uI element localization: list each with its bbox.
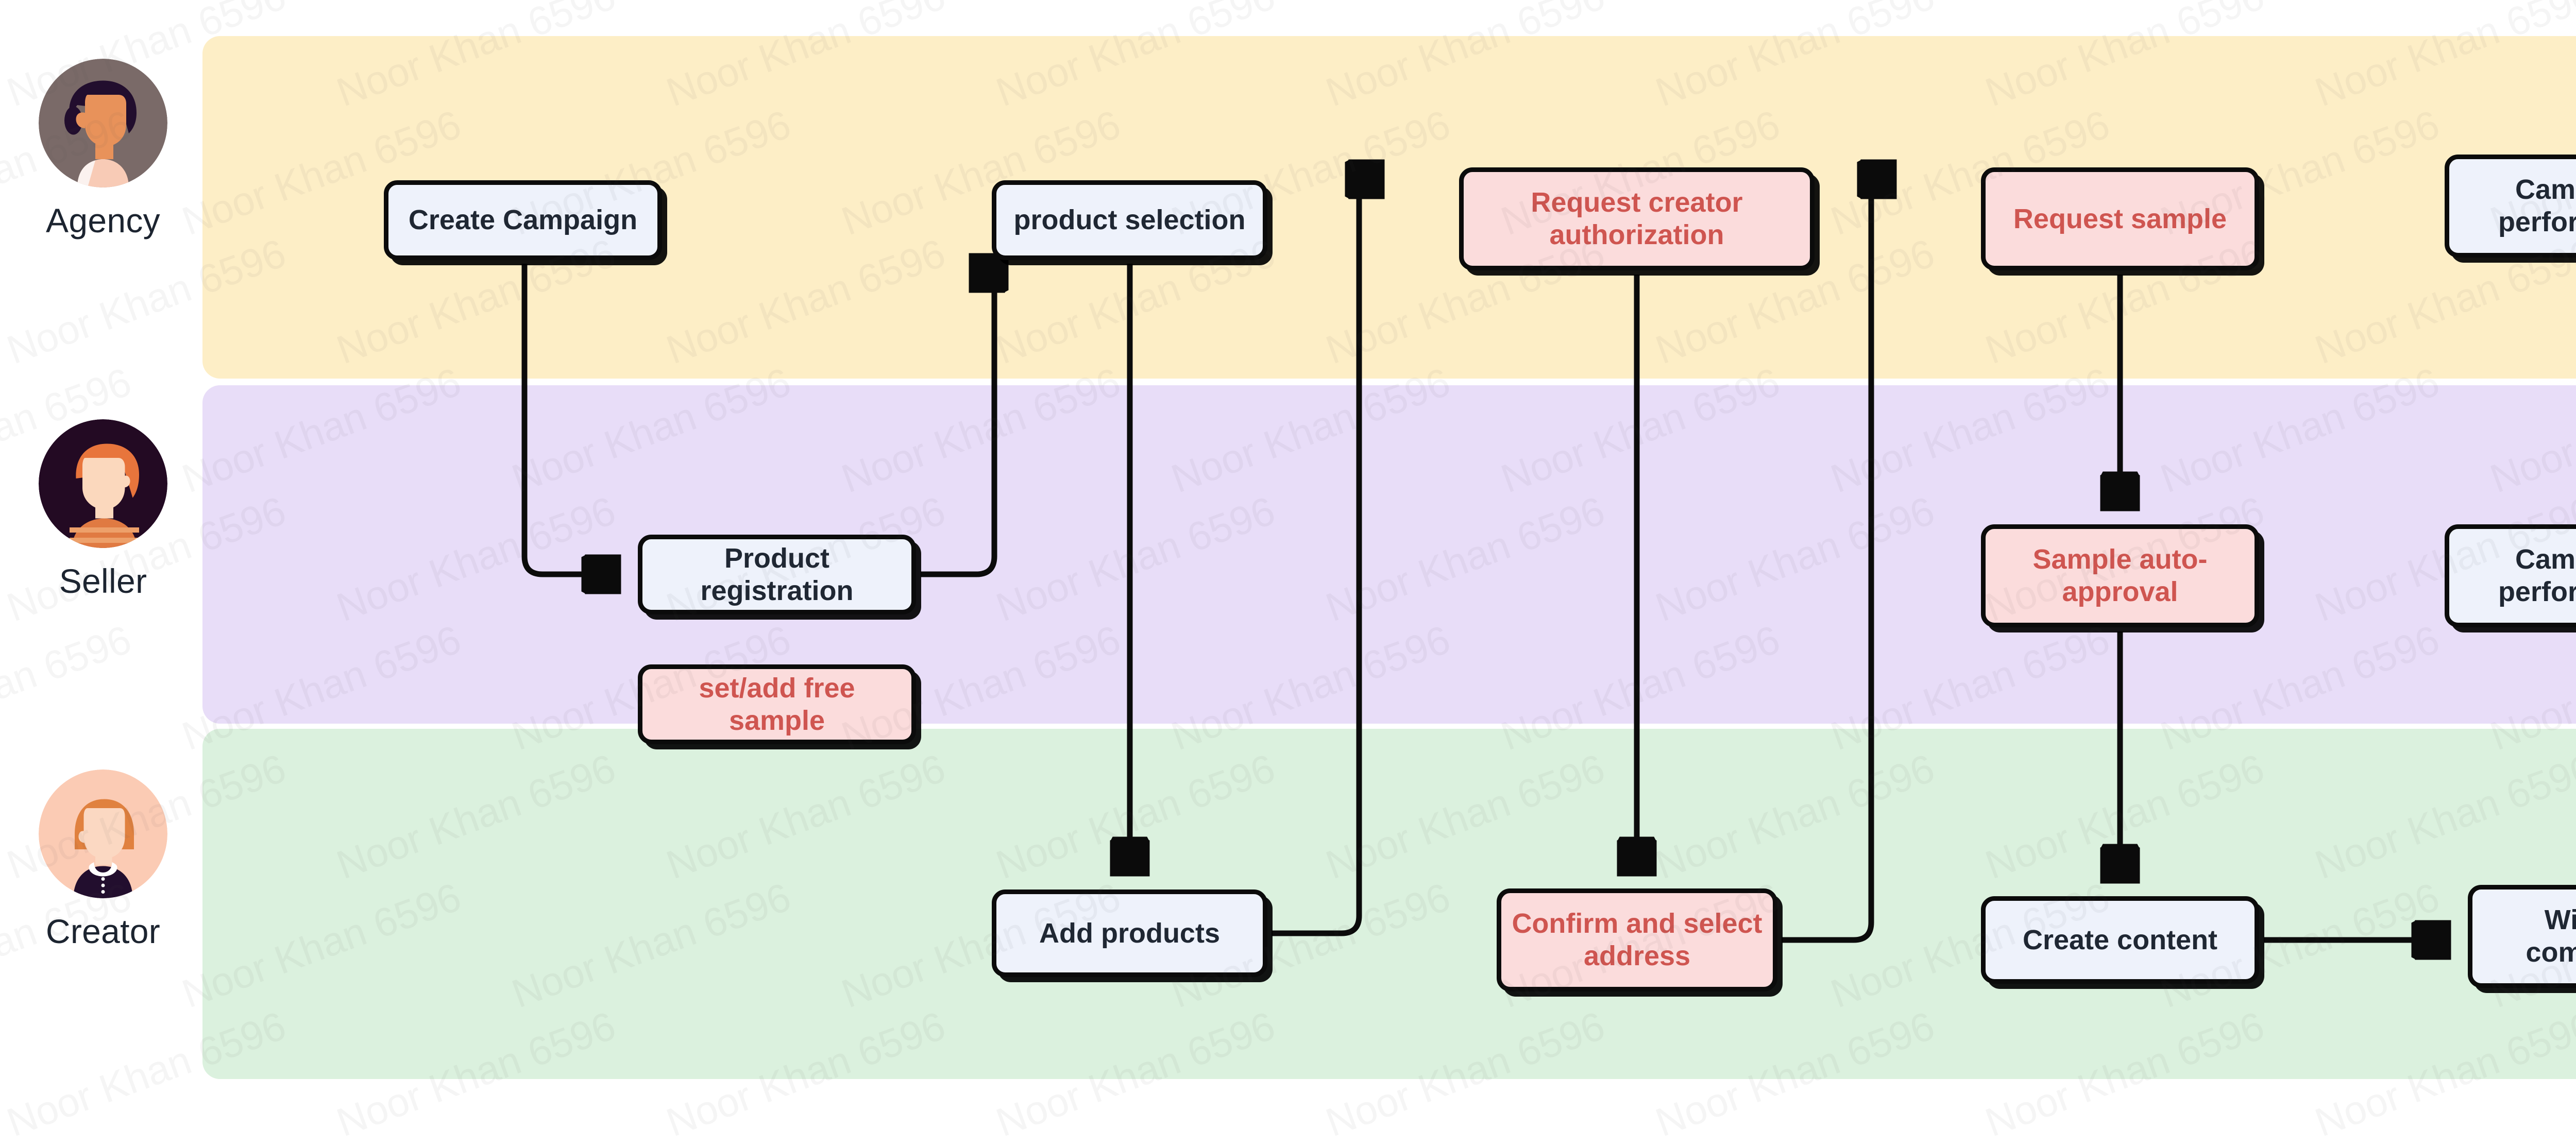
role-label-agency: Agency	[46, 201, 160, 240]
role-label-seller: Seller	[59, 562, 147, 600]
node-withdraw-commission[interactable]: Withdraw commission	[2468, 885, 2576, 988]
agency-avatar	[39, 59, 167, 187]
node-label: Request creator authorization	[1531, 187, 1743, 250]
node-campaign-perf-agency[interactable]: Campaign performance	[2445, 155, 2576, 258]
node-label: Campaign performance	[2498, 174, 2576, 237]
node-label: Create content	[2022, 924, 2218, 955]
node-label: Product registration	[700, 542, 854, 606]
node-label: Withdraw commission	[2526, 904, 2576, 968]
node-request-creator-auth[interactable]: Request creator authorization	[1459, 167, 1815, 270]
role-seller: Seller	[21, 402, 185, 618]
creator-avatar	[39, 769, 167, 898]
node-confirm-select-address[interactable]: Confirm and select address	[1497, 888, 1777, 991]
role-creator: Creator	[21, 752, 185, 968]
role-label-creator: Creator	[45, 912, 161, 950]
agency-avatar-art	[39, 59, 167, 187]
node-request-sample[interactable]: Request sample	[1981, 167, 2259, 270]
node-label: set/add free sample	[699, 672, 855, 736]
node-product-selection[interactable]: product selection	[992, 180, 1267, 260]
node-create-campaign[interactable]: Create Campaign	[384, 180, 662, 260]
node-label: Campaign performance	[2498, 544, 2576, 607]
node-label: Confirm and select address	[1512, 908, 1762, 971]
seller-avatar-art	[39, 419, 167, 548]
role-agency: Agency	[21, 41, 185, 258]
node-set-add-free-sample[interactable]: set/add free sample	[638, 664, 916, 744]
node-add-products[interactable]: Add products	[992, 890, 1267, 977]
watermark-text: Noor Khan 6596	[0, 616, 137, 759]
node-create-content[interactable]: Create content	[1981, 896, 2259, 984]
node-campaign-perf-seller[interactable]: Campaign performance	[2445, 524, 2576, 627]
node-label: Create Campaign	[408, 204, 638, 236]
node-label: Sample auto-approval	[2032, 544, 2208, 607]
creator-avatar-art	[39, 769, 167, 898]
node-sample-auto-approval[interactable]: Sample auto-approval	[1981, 524, 2259, 627]
node-label: Request sample	[2013, 203, 2227, 234]
node-label: product selection	[1013, 204, 1246, 236]
seller-avatar	[39, 419, 167, 548]
node-product-registration[interactable]: Product registration	[638, 535, 916, 614]
node-label: Add products	[1039, 917, 1220, 949]
